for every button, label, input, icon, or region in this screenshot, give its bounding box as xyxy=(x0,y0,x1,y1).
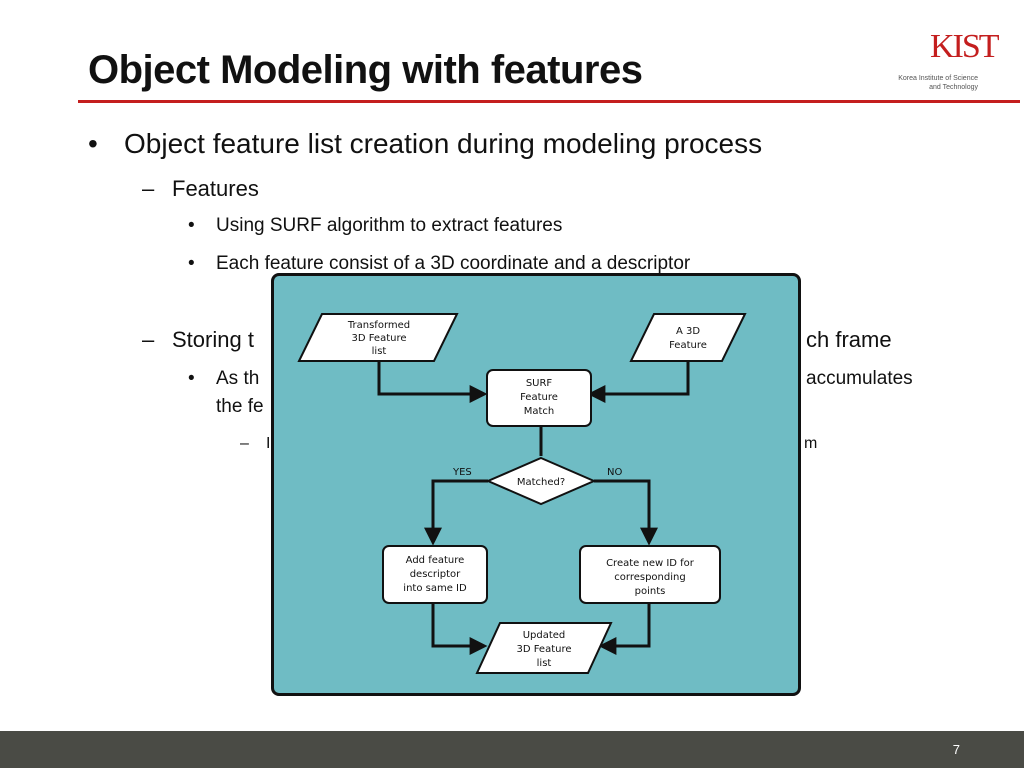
bullet-1-sub-1-a: Using SURF algorithm to extract features xyxy=(216,215,563,236)
connector-no-branch xyxy=(594,479,658,546)
bullet-dot: • xyxy=(188,368,195,389)
no-label: NO xyxy=(607,467,622,478)
yes-label: YES xyxy=(452,467,472,478)
node-updated-line-2: 3D Feature xyxy=(516,644,571,655)
logo-letters: KIST xyxy=(930,28,1000,65)
dash-marker: – xyxy=(240,435,249,452)
kist-logo: KIST Korea Institute of Science and Tech… xyxy=(880,28,999,98)
connector-add-to-updated xyxy=(431,603,488,655)
connector-yes-branch xyxy=(424,479,488,546)
bullet-1-sub-2-a-sub-right: m xyxy=(804,435,818,452)
node-surf-feature-match: SURF Feature Match xyxy=(486,369,592,427)
bullet-1-sub-2-a-right: accumulates xyxy=(806,368,913,389)
node-updated-feature-list: Updated 3D Feature list xyxy=(475,622,613,674)
connector-create-to-updated xyxy=(598,603,651,655)
footer-bar: 7 xyxy=(0,731,1024,768)
logo-subtitle: Korea Institute of Science and Technolog… xyxy=(898,75,978,91)
node-transformed-feature-list: Transformed 3D Feature list xyxy=(297,313,459,362)
node-create-new-id: Create new ID for corresponding points xyxy=(579,545,721,604)
connector-transformed-to-surf xyxy=(377,360,488,403)
node-add-line-2: descriptor xyxy=(410,569,461,580)
node-create-line-3: points xyxy=(635,586,666,597)
node-transformed-line-1: Transformed xyxy=(347,320,410,331)
node-add-feature-descriptor: Add feature descriptor into same ID xyxy=(382,545,488,604)
node-add-line-1: Add feature xyxy=(406,555,465,566)
node-transformed-line-2: 3D Feature xyxy=(351,333,406,344)
bullet-dot: • xyxy=(88,128,98,159)
title-underline xyxy=(78,100,1020,103)
dash-marker: – xyxy=(142,176,155,201)
node-surf-line-1: SURF xyxy=(526,378,553,389)
dash-marker: – xyxy=(142,327,155,352)
node-transformed-line-3: list xyxy=(372,346,387,357)
slide-title: Object Modeling with features xyxy=(88,48,643,92)
node-add-line-3: into same ID xyxy=(403,583,467,594)
page-number: 7 xyxy=(952,742,960,757)
connector-a3d-to-surf xyxy=(587,360,690,403)
bullet-1: Object feature list creation during mode… xyxy=(124,128,763,159)
node-a3d-line-2: Feature xyxy=(669,340,707,351)
bullet-1-sub-2-left: Storing t xyxy=(172,327,254,352)
bullet-1-sub-1: Features xyxy=(172,176,259,201)
bullet-1-sub-2-a-left: As th xyxy=(216,368,260,389)
node-create-line-1: Create new ID for xyxy=(606,558,695,569)
node-a-3d-feature: A 3D Feature xyxy=(629,313,747,362)
bullet-dot: • xyxy=(188,215,195,236)
node-matched-decision: Matched? xyxy=(485,456,597,506)
node-surf-line-3: Match xyxy=(524,406,555,417)
flowchart-panel: Transformed 3D Feature list A 3D Feature… xyxy=(271,273,801,696)
bullet-dot: • xyxy=(188,253,195,274)
node-create-line-2: corresponding xyxy=(614,572,685,583)
node-surf-line-2: Feature xyxy=(520,392,558,403)
flowchart-svg: Transformed 3D Feature list A 3D Feature… xyxy=(297,313,747,674)
bullet-1-sub-2-a-line2: the fe xyxy=(216,396,264,417)
bullet-1-sub-2-a-sub-left: I xyxy=(266,435,271,452)
node-a3d-line-1: A 3D xyxy=(676,326,700,337)
bullet-1-sub-1-b: Each feature consist of a 3D coordinate … xyxy=(216,253,691,274)
flowchart-connectors xyxy=(377,360,690,655)
node-matched-label: Matched? xyxy=(517,477,565,488)
bullet-1-sub-2-right: ch frame xyxy=(806,327,892,352)
node-updated-line-1: Updated xyxy=(523,630,566,641)
node-updated-line-3: list xyxy=(537,658,552,669)
